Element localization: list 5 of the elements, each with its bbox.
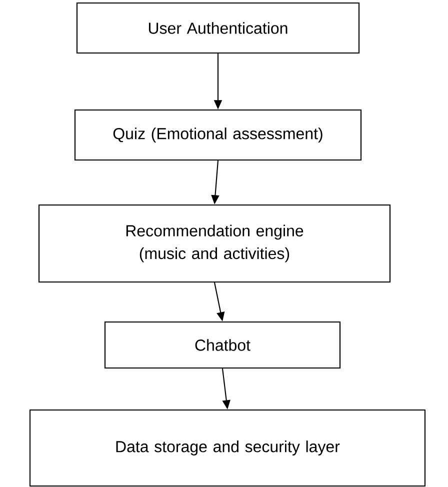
process-box: Recommendation engine (music and activities) xyxy=(38,204,391,283)
process-box: Data storage and security layer xyxy=(29,409,426,487)
process-box: User Authentication xyxy=(76,2,360,54)
process-box: Quiz (Emotional assessment) xyxy=(74,109,362,161)
process-box: Chatbot xyxy=(104,321,341,369)
